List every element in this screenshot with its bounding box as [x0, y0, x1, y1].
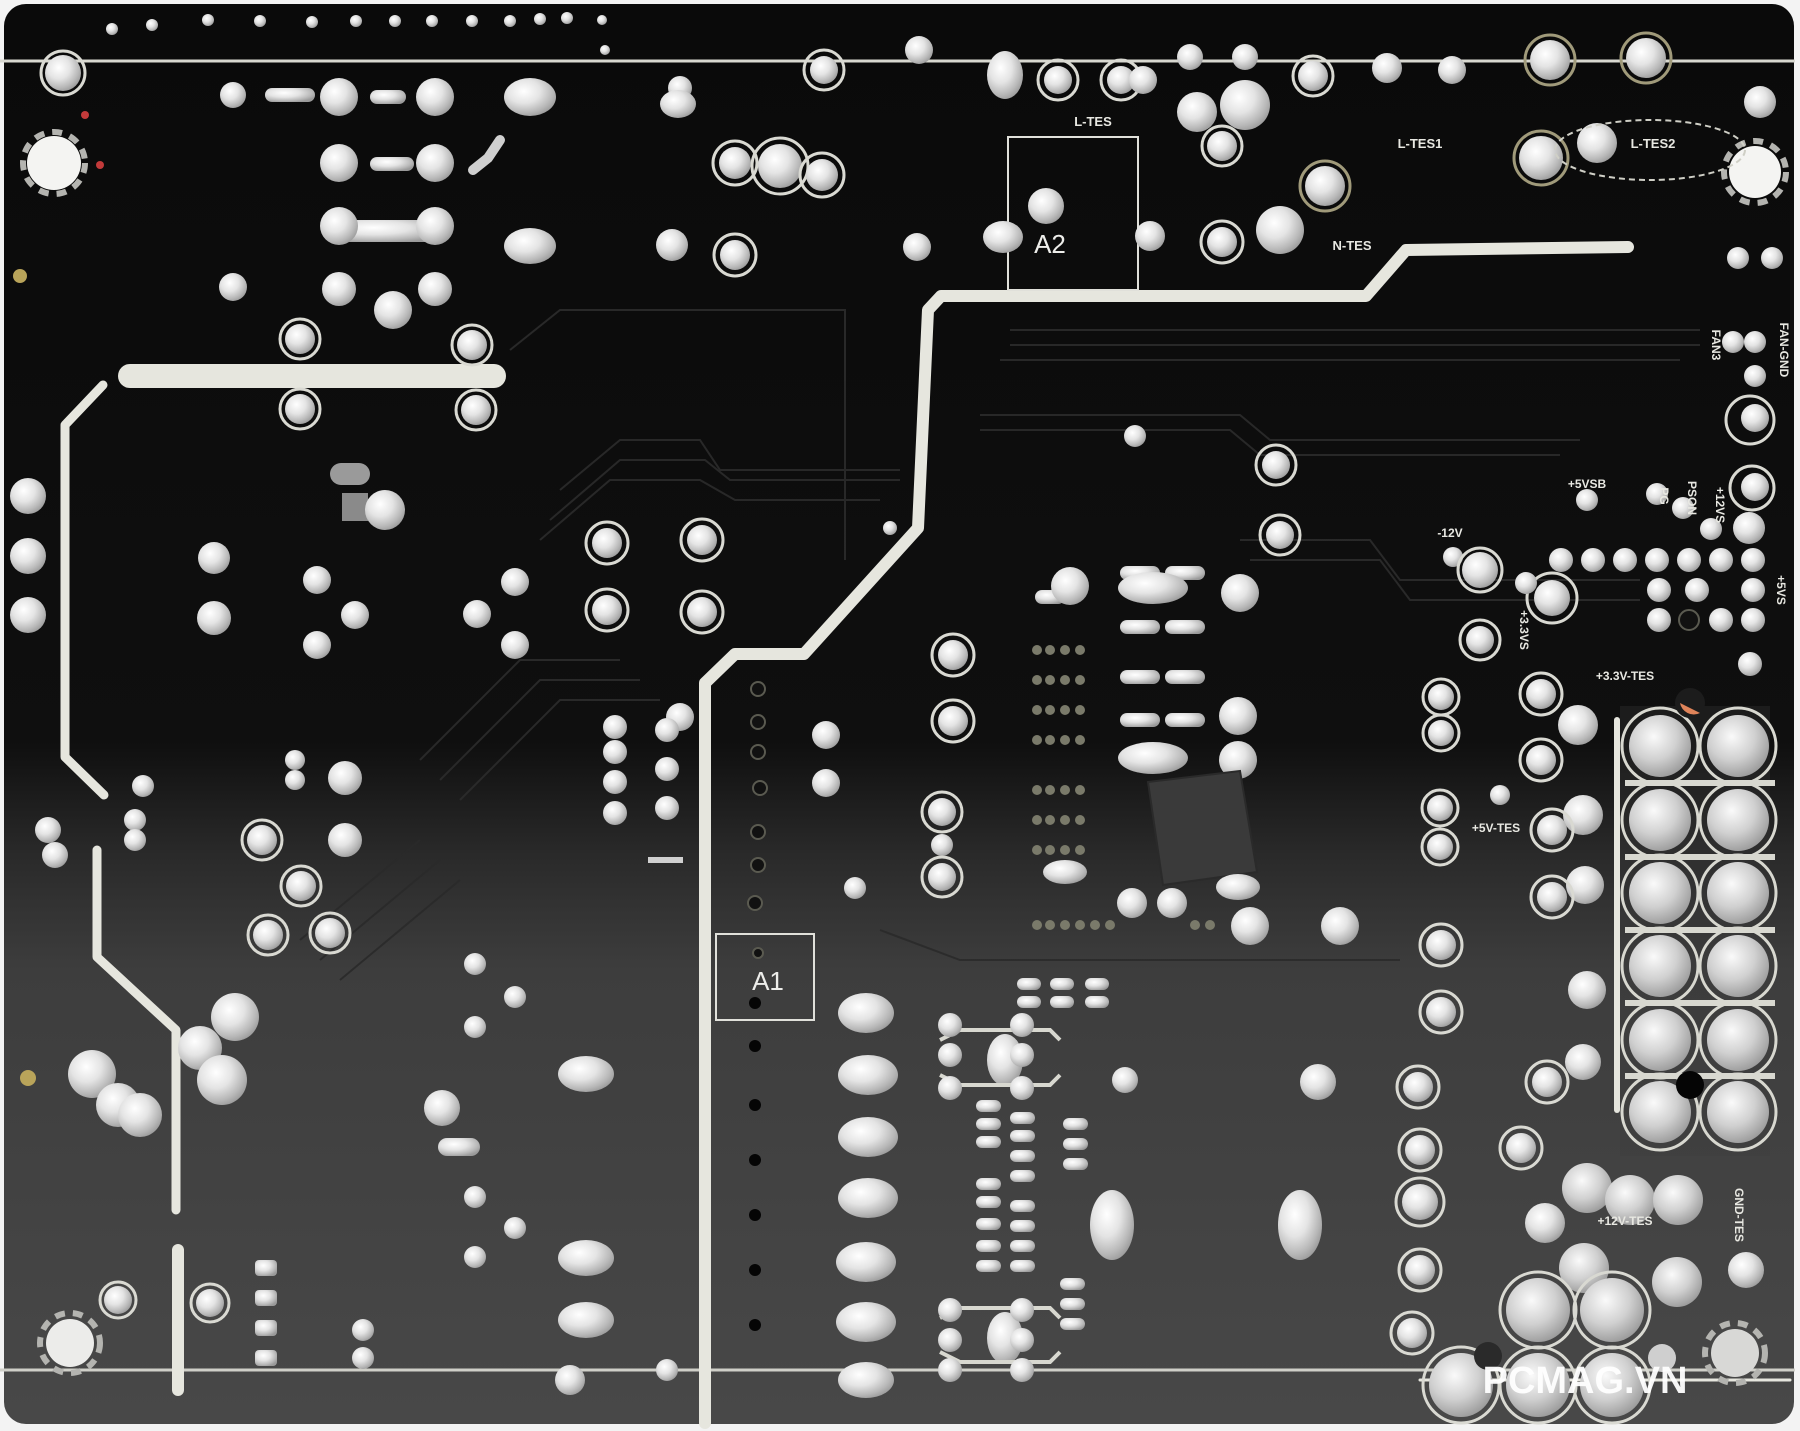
- label-pson: PSON: [1685, 481, 1699, 515]
- label-minus-12v: -12V: [1437, 526, 1462, 540]
- controller-ic-area: [883, 425, 1359, 945]
- output-test-pads: [1389, 671, 1606, 1356]
- label-a1: A1: [752, 966, 784, 996]
- label-12vs: +12VS: [1713, 487, 1727, 523]
- pcb-board: [4, 4, 1794, 1424]
- mounting-hole-bottom-left: [37, 1280, 138, 1376]
- lower-left-components: [35, 715, 683, 1395]
- label-3-3vs: +3.3VS: [1517, 610, 1531, 650]
- output-power-pads: [1421, 1163, 1764, 1425]
- label-l-tes2: L-TES2: [1631, 136, 1676, 151]
- label-n-tes: N-TES: [1333, 238, 1372, 253]
- bottom-center-components: [836, 978, 1336, 1398]
- left-rail: [60, 380, 109, 800]
- label-fan-gnd: FAN-GND: [1777, 323, 1791, 378]
- label-l-tes: L-TES: [1074, 114, 1112, 129]
- hole-column: [747, 681, 768, 1331]
- lower-left-rail: [92, 845, 181, 1215]
- label-12v-tes: +12V-TES: [1597, 1214, 1652, 1228]
- mounting-hole-bottom-right: [1702, 1320, 1768, 1386]
- label-gnd-tes: GND-TES: [1732, 1188, 1746, 1242]
- label-pg: PG: [1657, 487, 1671, 504]
- mounting-hole-top-right: [1721, 86, 1789, 206]
- label-3-3v-tes: +3.3V-TES: [1596, 669, 1654, 683]
- atx-control-pads: [1254, 443, 1765, 676]
- label-l-tes1: L-TES1: [1398, 136, 1443, 151]
- label-fan3: FAN3: [1709, 330, 1723, 361]
- upper-left-components: [219, 78, 556, 530]
- silkscreen-labels: L-TES A2 L-TES1 L-TES2 N-TES FAN3 FAN-GN…: [752, 114, 1791, 1242]
- label-5vs: +5VS: [1774, 575, 1788, 605]
- mounting-hole-top-left: [20, 49, 104, 197]
- atx-24pin-connector: [1620, 688, 1778, 1156]
- mid-left-components: [197, 517, 976, 899]
- label-5v-tes: +5V-TES: [1472, 821, 1520, 835]
- label-5vsb: +5VSB: [1568, 477, 1607, 491]
- left-edge-pads: [10, 269, 46, 1086]
- top-center-components: [656, 31, 1746, 278]
- a1-region: [715, 933, 815, 1021]
- top-pad-row: [106, 12, 610, 55]
- a2-region: [983, 136, 1165, 291]
- fan-header-pads: [1722, 247, 1783, 512]
- isolation-rail: [699, 241, 1634, 1429]
- watermark: PCMAG.VN: [1483, 1360, 1688, 1402]
- label-a2: A2: [1034, 229, 1066, 259]
